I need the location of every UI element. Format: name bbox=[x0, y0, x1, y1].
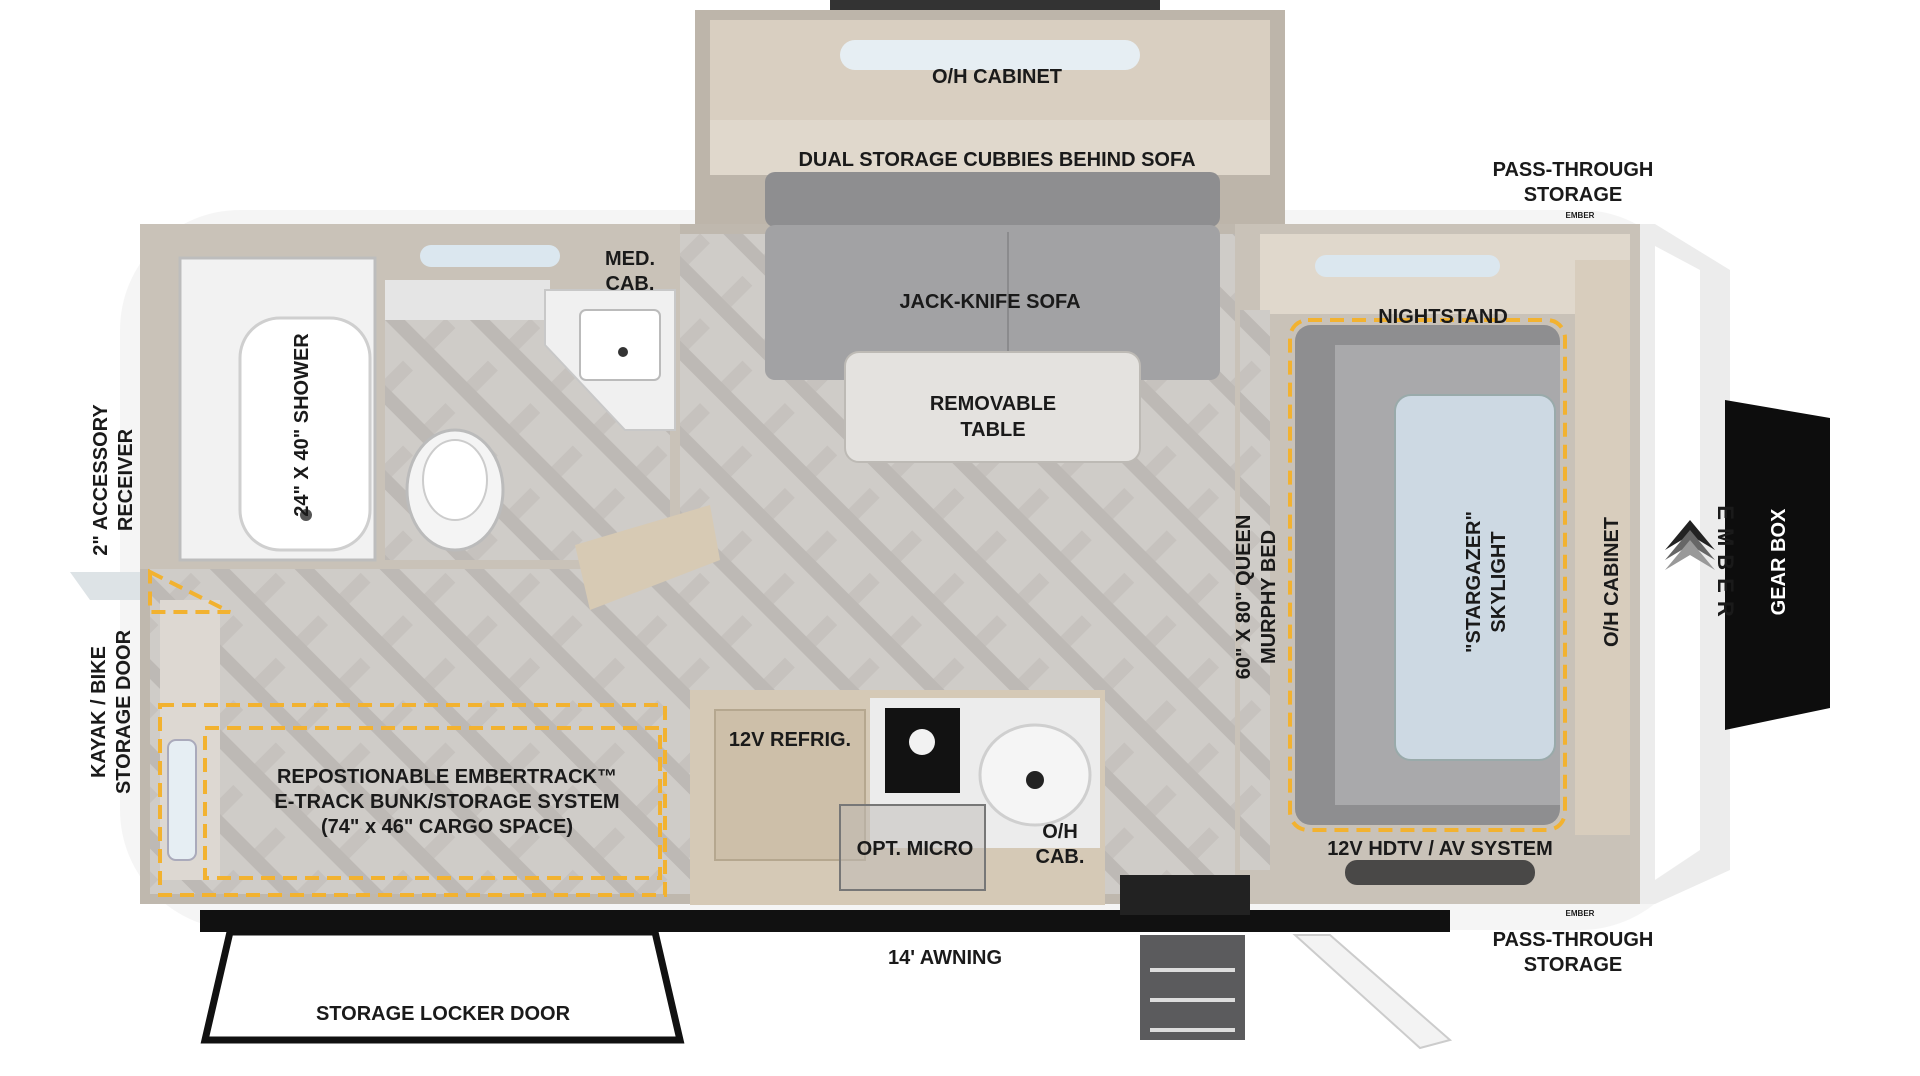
label-oh-cabinet-right: O/H CABINET bbox=[1601, 517, 1623, 647]
label-sofa: JACK-KNIFE SOFA bbox=[899, 291, 1080, 313]
label-skylight-1: "STARGAZER" bbox=[1463, 511, 1485, 653]
shower-pan bbox=[238, 316, 372, 552]
label-brand-small-top: EMBER bbox=[1566, 211, 1595, 220]
murphy-bed-dashed bbox=[1288, 318, 1567, 832]
removable-table bbox=[844, 351, 1141, 463]
label-locker: STORAGE LOCKER DOOR bbox=[316, 1003, 571, 1025]
skylight bbox=[1394, 394, 1556, 761]
label-skylight-2: SKYLIGHT bbox=[1488, 531, 1510, 632]
awning bbox=[200, 910, 1450, 932]
toilet-seat bbox=[422, 439, 488, 521]
bedroom-vent bbox=[1315, 255, 1500, 277]
label-embertrack-1: REPOSTIONABLE EMBERTRACK™ bbox=[277, 766, 617, 788]
label-shower: 24" X 40" SHOWER bbox=[291, 333, 313, 517]
entry-step-top bbox=[1120, 875, 1250, 915]
label-brand: EMBER bbox=[1713, 505, 1738, 624]
label-bed-2: MURPHY BED bbox=[1258, 530, 1280, 664]
label-nightstand: NIGHTSTAND bbox=[1378, 306, 1508, 328]
bath-door bbox=[575, 505, 720, 610]
label-awning: 14' AWNING bbox=[888, 947, 1002, 969]
label-embertrack-3: (74" x 46" CARGO SPACE) bbox=[321, 816, 573, 838]
label-brand-small-bottom: EMBER bbox=[1566, 909, 1595, 918]
label-kayak-2: STORAGE DOOR bbox=[113, 629, 135, 794]
label-refrig: 12V REFRIG. bbox=[729, 729, 851, 751]
label-bed-1: 60" X 80" QUEEN bbox=[1233, 515, 1255, 680]
label-med-cab-1: MED. bbox=[605, 248, 655, 270]
bath-vent bbox=[420, 245, 560, 267]
sofa-back bbox=[765, 172, 1220, 227]
oh-cabinet-top-light bbox=[840, 40, 1140, 70]
kayak-door-window bbox=[167, 739, 197, 861]
label-pass-through-top-2: STORAGE bbox=[1524, 184, 1623, 206]
label-med-cab-2: CAB. bbox=[606, 273, 655, 295]
label-kayak-1: KAYAK / BIKE bbox=[88, 646, 110, 778]
label-gear-box: GEAR BOX bbox=[1768, 508, 1790, 615]
label-pass-through-bottom-1: PASS-THROUGH bbox=[1493, 929, 1654, 951]
entry-door-swing bbox=[1292, 934, 1453, 1050]
sofa-seat bbox=[765, 225, 1220, 380]
sink-basin bbox=[579, 309, 661, 381]
bedroom-floor bbox=[1240, 310, 1270, 870]
label-oh-cab-1: O/H bbox=[1042, 821, 1078, 843]
top-vent bbox=[830, 0, 1160, 10]
accessory-receiver-tab bbox=[70, 572, 140, 600]
entry-steps bbox=[1140, 935, 1245, 1040]
ember-logo-icon bbox=[1665, 520, 1715, 570]
gear-box bbox=[1725, 400, 1830, 730]
label-table-1: REMOVABLE bbox=[930, 393, 1056, 415]
label-pass-through-top-1: PASS-THROUGH bbox=[1493, 159, 1654, 181]
sink-drain bbox=[618, 347, 628, 357]
label-oh-cabinet-top: O/H CABINET bbox=[932, 66, 1062, 88]
cargo-inner-dashed bbox=[203, 726, 662, 880]
label-table-2: TABLE bbox=[960, 419, 1025, 441]
storage-locker-door bbox=[200, 928, 685, 1044]
cargo-corner-dashed bbox=[148, 568, 231, 614]
cargo-area-dashed bbox=[158, 703, 667, 897]
oh-cabinet-right bbox=[1575, 260, 1630, 835]
label-oh-cab-2: CAB. bbox=[1036, 846, 1085, 868]
bath-counter bbox=[385, 280, 550, 320]
tv-outline bbox=[1345, 860, 1535, 885]
shower-drain bbox=[300, 509, 312, 521]
label-pass-through-bottom-2: STORAGE bbox=[1524, 954, 1623, 976]
front-cap-white bbox=[1655, 246, 1700, 880]
label-receiver-2: RECEIVER bbox=[115, 428, 137, 531]
kitchen-sink-drain bbox=[1026, 771, 1044, 789]
label-cubbies: DUAL STORAGE CUBBIES BEHIND SOFA bbox=[798, 149, 1195, 171]
cubbies-shelf bbox=[710, 120, 1270, 175]
label-receiver-1: 2" ACCESSORY bbox=[90, 404, 112, 556]
label-hdtv: 12V HDTV / AV SYSTEM bbox=[1327, 838, 1553, 860]
microwave-outline bbox=[839, 804, 986, 891]
cooktop-burner bbox=[909, 729, 935, 755]
label-embertrack-2: E-TRACK BUNK/STORAGE SYSTEM bbox=[274, 791, 619, 813]
label-micro: OPT. MICRO bbox=[857, 838, 974, 860]
